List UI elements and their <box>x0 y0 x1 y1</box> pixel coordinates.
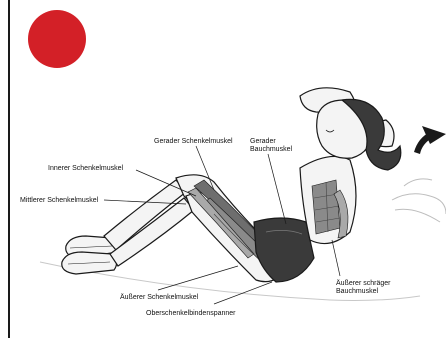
label-oberschenkelbindenspanner: Oberschenkelbindenspanner <box>146 310 236 318</box>
label-aeusserer-schraeger-bauchmuskel: Äußerer schräger Bauchmuskel <box>336 280 396 296</box>
label-mittlerer-schenkelmuskel: Mittlerer Schenkelmuskel <box>20 197 98 205</box>
curved-arrow-icon <box>414 126 446 154</box>
label-gerader-bauchmuskel: Gerader Bauchmuskel <box>250 138 306 154</box>
label-innerer-schenkelmuskel: Innerer Schenkelmuskel <box>48 165 123 173</box>
label-aeusserer-schenkelmuskel: Äußerer Schenkelmuskel <box>120 294 198 302</box>
lower-legs <box>104 180 194 266</box>
label-gerader-schenkelmuskel: Gerader Schenkelmuskel <box>154 138 233 146</box>
torso <box>300 156 356 243</box>
background-figure <box>392 179 446 222</box>
